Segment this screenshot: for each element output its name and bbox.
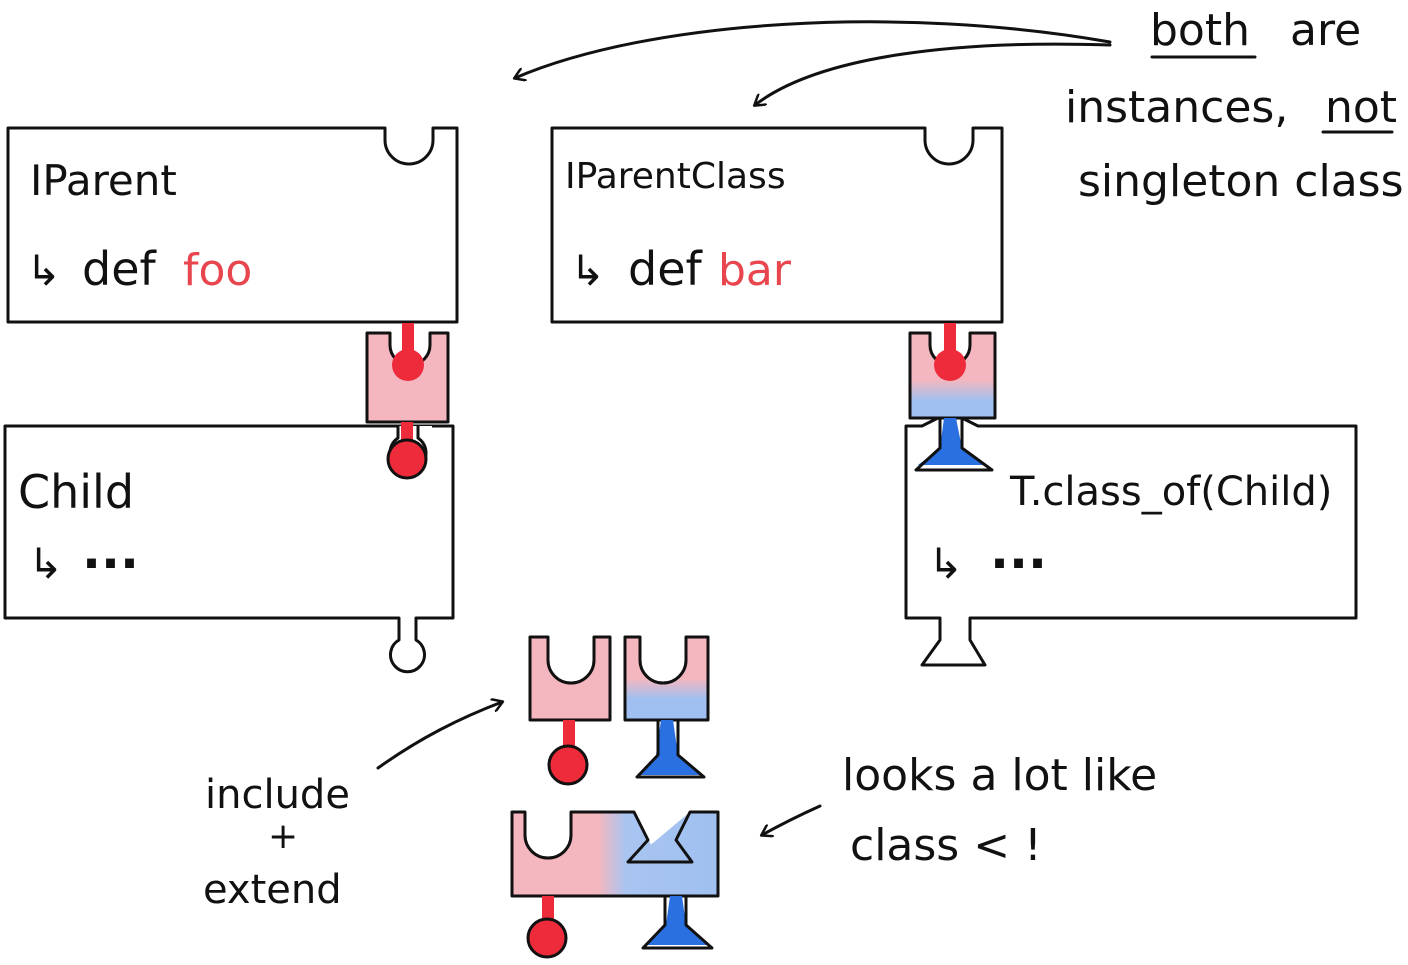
child-box: Child ↳ ... bbox=[3, 422, 455, 674]
red-knob-icon bbox=[529, 920, 565, 956]
looks-like-note: looks a lot like class < ! bbox=[842, 750, 1157, 871]
arrow-to-combined bbox=[762, 804, 822, 835]
curved-arrow-to-iparentclass bbox=[755, 42, 1112, 105]
note-word-not: not bbox=[1325, 82, 1397, 133]
note-include: include bbox=[205, 772, 350, 818]
red-knob-icon bbox=[392, 349, 424, 381]
note-line-singleton: singleton class bbox=[1078, 156, 1404, 207]
note-plus: + bbox=[268, 816, 298, 857]
iparentclass-def: def bbox=[628, 242, 704, 296]
note-extend: extend bbox=[203, 867, 342, 913]
include-piece bbox=[528, 635, 612, 786]
class-of-child-box: T.class_of(Child) ↳ ... bbox=[904, 416, 1358, 667]
note-word-both: both bbox=[1150, 5, 1250, 56]
red-knob-icon bbox=[934, 349, 966, 381]
include-extend-note: include + extend bbox=[203, 772, 350, 913]
child-body: ... bbox=[82, 522, 139, 580]
iparent-def: def bbox=[82, 242, 158, 296]
iparentclass-title: IParentClass bbox=[565, 156, 786, 197]
combined-piece bbox=[510, 810, 720, 959]
extend-piece bbox=[623, 635, 710, 779]
note-word-are: are bbox=[1290, 5, 1361, 56]
instances-note: both are instances, not singleton class bbox=[1065, 5, 1404, 207]
round-connector-piece-left bbox=[365, 323, 450, 424]
note-looks-like: looks a lot like bbox=[842, 750, 1157, 801]
class-of-title: T.class_of(Child) bbox=[1009, 469, 1332, 515]
note-word-instances: instances, bbox=[1065, 82, 1288, 133]
iparentclass-box: IParentClass ↳ def bar bbox=[550, 126, 1004, 324]
child-arrow: ↳ bbox=[28, 539, 63, 588]
iparent-title: IParent bbox=[30, 156, 177, 205]
iparentclass-arrow: ↳ bbox=[570, 246, 605, 295]
blue-trapezoid-knob-icon bbox=[640, 720, 700, 775]
class-of-arrow: ↳ bbox=[928, 539, 963, 588]
mixed-connector-piece-right bbox=[908, 323, 997, 420]
red-knob-icon bbox=[550, 747, 586, 783]
iparent-method: foo bbox=[183, 245, 252, 296]
iparent-box: IParent ↳ def foo bbox=[6, 126, 459, 324]
child-title: Child bbox=[18, 465, 134, 519]
arrow-to-pieces bbox=[376, 702, 502, 770]
red-knob-icon bbox=[389, 441, 425, 477]
curved-arrow-to-iparent bbox=[515, 20, 1112, 78]
note-class-lt: class < ! bbox=[850, 820, 1042, 871]
iparent-arrow: ↳ bbox=[26, 246, 61, 295]
class-of-body: ... bbox=[990, 522, 1047, 580]
iparentclass-method: bar bbox=[718, 245, 792, 296]
